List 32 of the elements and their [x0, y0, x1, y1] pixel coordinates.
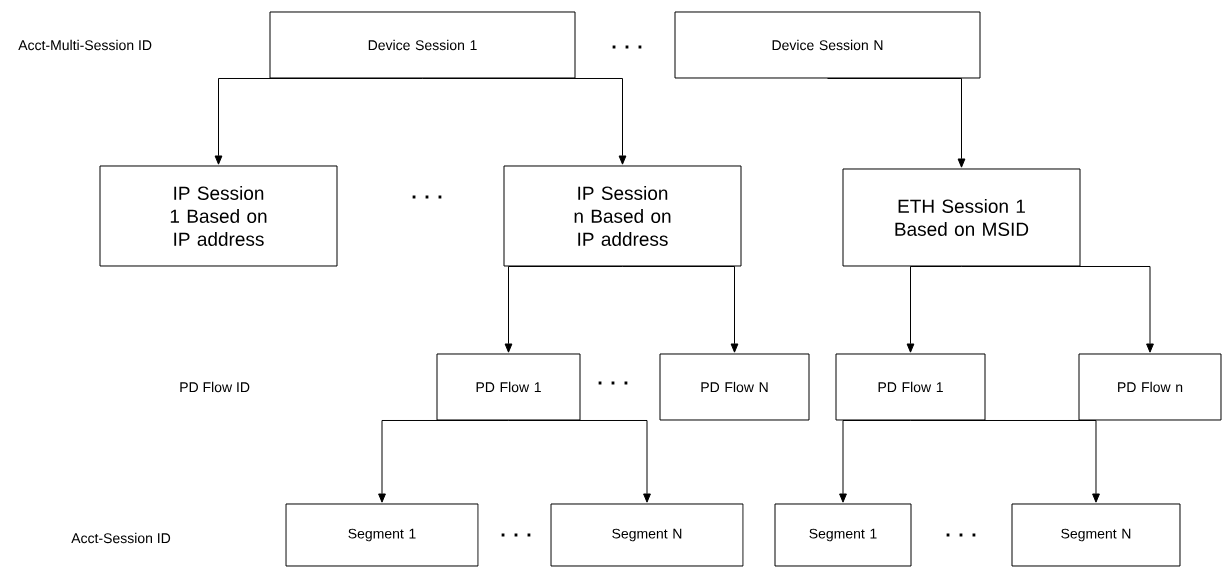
level-label: PD Flow ID — [180, 381, 250, 393]
session-box: PD Flow 1 — [436, 353, 581, 421]
arrow — [839, 420, 911, 503]
arrow — [906, 266, 962, 353]
session-box: PD Flow 1 — [835, 353, 986, 421]
arrow — [961, 266, 1154, 353]
ellipsis: . . . — [598, 381, 628, 385]
session-box: Device Session N — [674, 11, 981, 79]
ellipsis: . . . — [946, 533, 976, 537]
session-box: IP Session 1 Based on IP address — [99, 165, 338, 267]
session-box: PD Flow N — [659, 353, 810, 421]
session-box: Segment N — [550, 503, 744, 567]
arrow — [422, 78, 627, 165]
session-box: Segment 1 — [285, 503, 479, 567]
level-label: Acct-Multi-Session ID — [18, 39, 152, 51]
arrow — [378, 420, 509, 503]
session-box: IP Session n Based on IP address — [503, 165, 742, 267]
session-box: Segment 1 — [774, 503, 912, 567]
arrow — [622, 266, 739, 353]
arrow — [910, 420, 1100, 503]
arrow — [508, 420, 651, 503]
session-box: Device Session 1 — [269, 11, 576, 79]
arrow — [827, 78, 966, 168]
arrow — [214, 78, 423, 165]
ellipsis: . . . — [412, 195, 442, 199]
session-box: ETH Session 1 Based on MSID — [842, 168, 1081, 267]
ellipsis: . . . — [612, 45, 642, 49]
ellipsis: . . . — [501, 533, 531, 537]
level-label: Acct-Session ID — [71, 532, 171, 544]
session-box: PD Flow n — [1078, 353, 1222, 421]
arrow — [504, 266, 623, 353]
session-box: Segment N — [1011, 503, 1181, 567]
